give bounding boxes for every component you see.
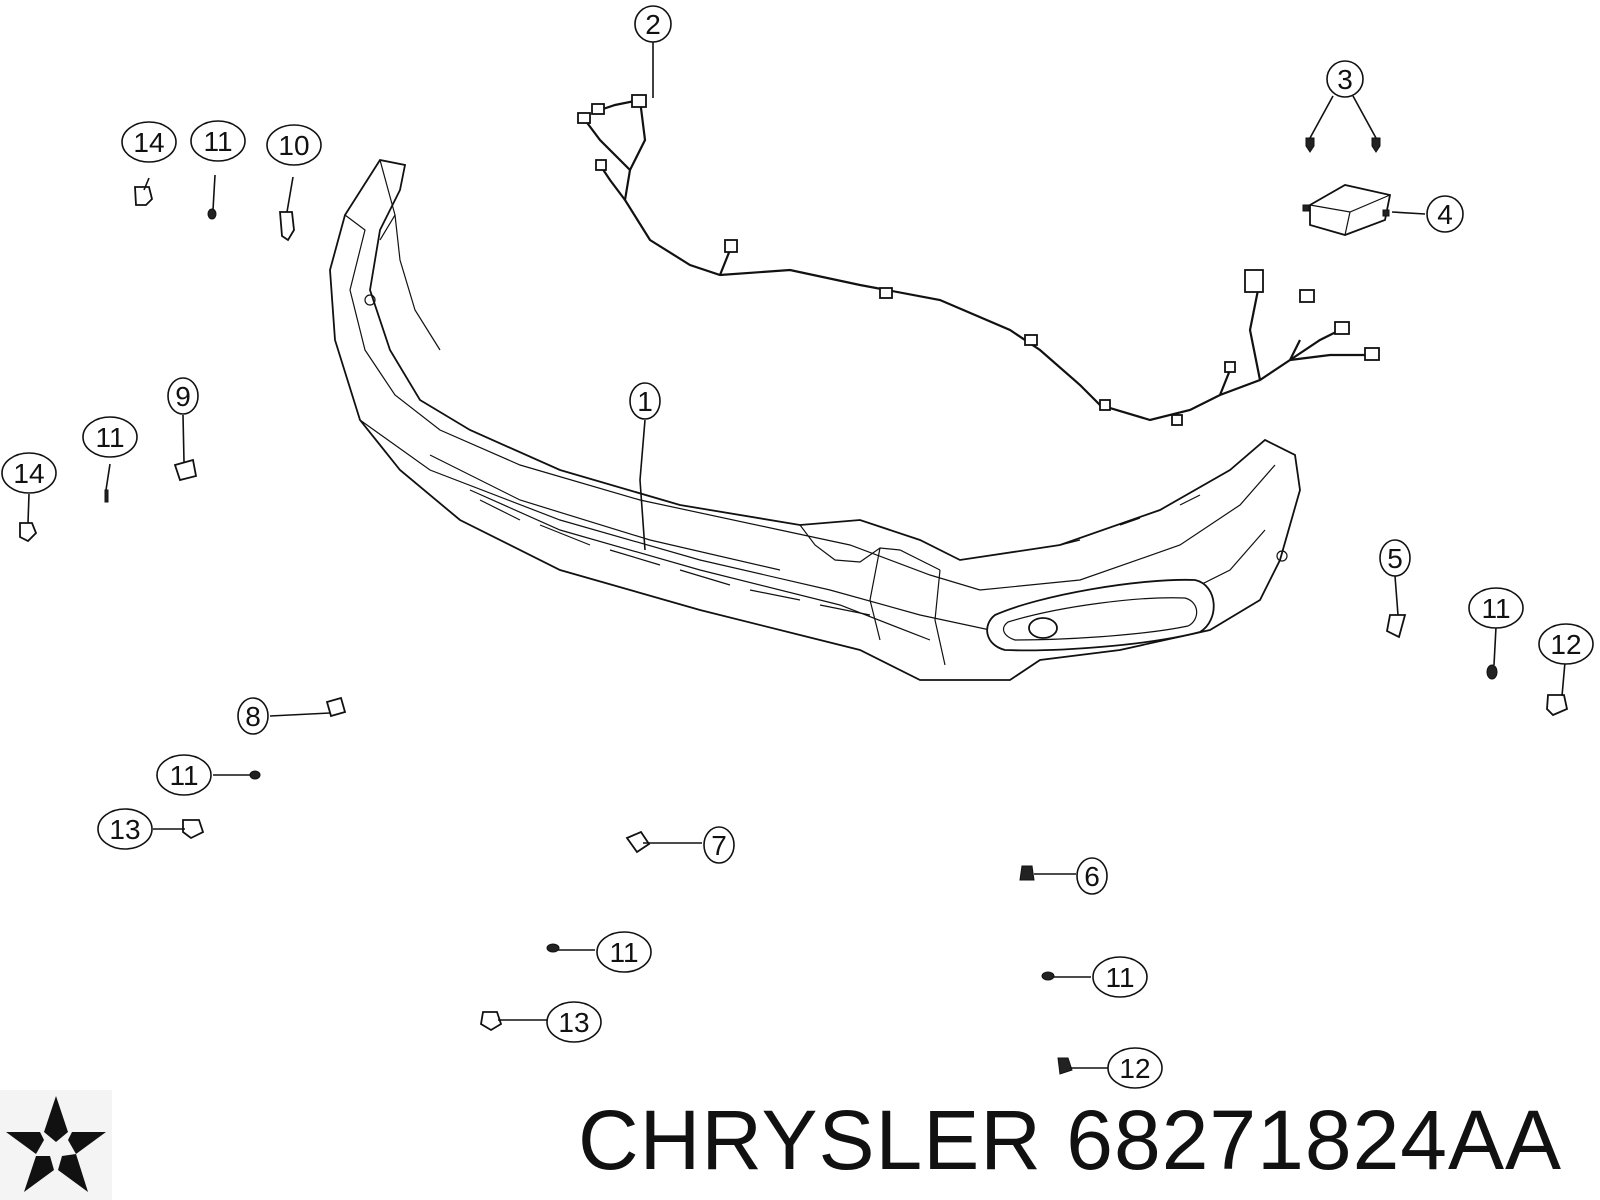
- leader-lines: [27, 42, 1566, 1069]
- callout-label: 14: [13, 458, 44, 489]
- callout-label: 7: [711, 830, 727, 861]
- callout-6: 6: [1076, 857, 1108, 895]
- control-module-part-4: [1302, 184, 1392, 236]
- callout-label: 12: [1119, 1053, 1150, 1084]
- callout-label: 12: [1550, 629, 1581, 660]
- callout-11: 11: [190, 120, 246, 162]
- callout-9: 9: [167, 377, 199, 415]
- callout-5: 5: [1379, 539, 1411, 577]
- callouts: 2 3 4 14 11 10 9 11 14 1 5 11 12 8 11: [1, 5, 1594, 1089]
- fastener-shapes: [19, 186, 1569, 1075]
- callout-label: 8: [245, 701, 261, 732]
- callout-label: 2: [645, 9, 661, 40]
- callout-label: 14: [133, 127, 164, 158]
- callout-2: 2: [634, 5, 672, 43]
- chrysler-pentastar-logo: [0, 1090, 112, 1200]
- callout-label: 1: [637, 386, 653, 417]
- callout-11: 11: [596, 931, 652, 973]
- callout-4: 4: [1426, 195, 1464, 233]
- callout-13: 13: [546, 1001, 602, 1043]
- callout-12: 12: [1538, 623, 1594, 665]
- brand-part-title: CHRYSLER 68271824AA: [578, 1098, 1562, 1182]
- callout-label: 13: [109, 814, 140, 845]
- callout-label: 11: [169, 760, 198, 791]
- callout-14: 14: [121, 121, 177, 163]
- callout-3: 3: [1326, 60, 1364, 98]
- callout-11: 11: [156, 754, 212, 796]
- callout-12: 12: [1107, 1047, 1163, 1089]
- part-number: 68271824AA: [1066, 1093, 1563, 1187]
- callout-14: 14: [1, 452, 57, 494]
- brand-name: CHRYSLER: [578, 1093, 1042, 1187]
- callout-7: 7: [703, 826, 735, 864]
- callout-label: 11: [1105, 962, 1134, 993]
- callout-label: 11: [609, 937, 638, 968]
- callout-11: 11: [1092, 956, 1148, 998]
- callout-10: 10: [266, 124, 322, 166]
- bolt-part-3: [1305, 137, 1381, 153]
- callout-label: 11: [1481, 593, 1510, 624]
- callout-label: 6: [1084, 861, 1100, 892]
- callout-label: 11: [203, 126, 232, 157]
- callout-label: 13: [558, 1007, 589, 1038]
- callout-8: 8: [237, 697, 269, 735]
- bumper-fascia: [329, 158, 1301, 681]
- wiring-harness: [577, 94, 1380, 426]
- callout-label: 5: [1387, 543, 1403, 574]
- callout-label: 4: [1437, 199, 1453, 230]
- callout-label: 11: [95, 422, 124, 453]
- callout-label: 9: [175, 381, 191, 412]
- callout-11: 11: [82, 416, 138, 458]
- callout-11: 11: [1468, 587, 1524, 629]
- callout-label: 10: [278, 130, 309, 161]
- callout-13: 13: [97, 808, 153, 850]
- callout-1: 1: [629, 382, 661, 420]
- callout-label: 3: [1337, 64, 1353, 95]
